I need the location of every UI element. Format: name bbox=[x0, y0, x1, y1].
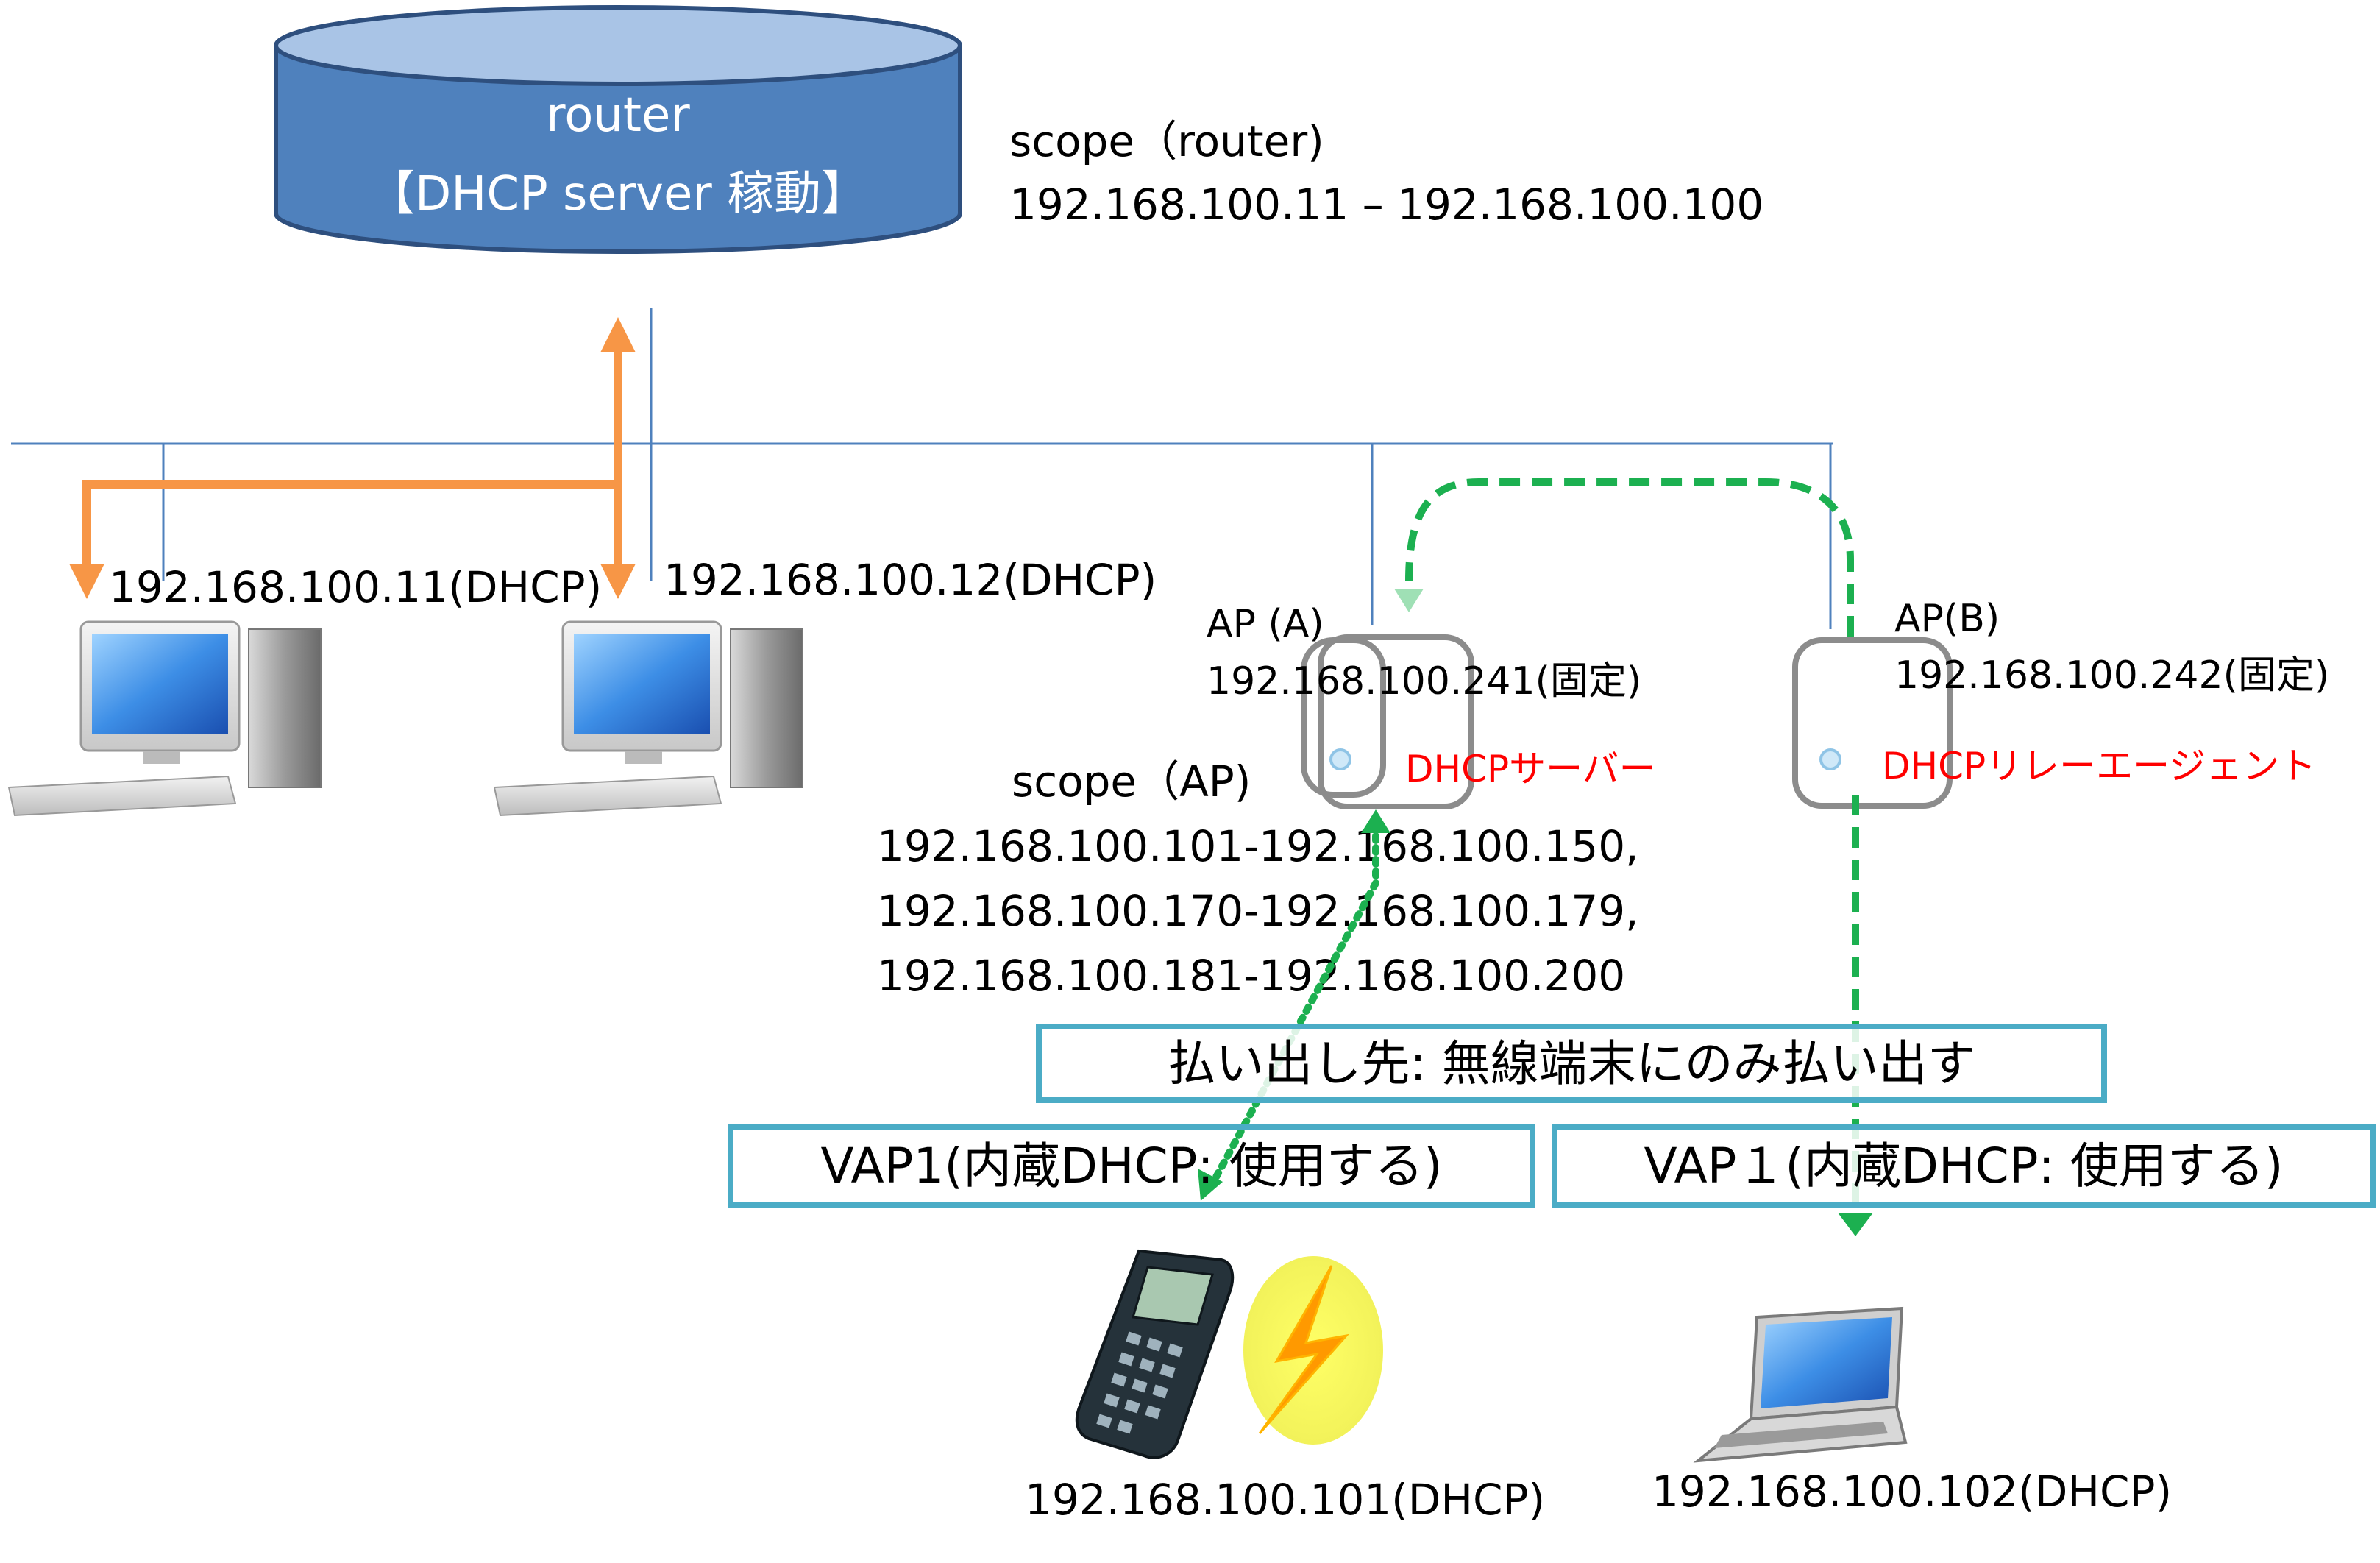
ap-a-device-body bbox=[1318, 634, 1474, 809]
ap-scope-range-2: 192.168.100.170-192.168.100.179, bbox=[877, 886, 1639, 936]
ap-scope-range-3: 192.168.100.181-192.168.100.200 bbox=[877, 951, 1625, 1001]
relay-arrow-head-up bbox=[1394, 589, 1424, 612]
router-label: router bbox=[546, 88, 690, 143]
vap-b-label: VAP１(内蔵DHCP: 使用する) bbox=[1644, 1138, 2284, 1194]
ap-b-led-icon bbox=[1819, 748, 1841, 770]
relay-dhcp-arrow bbox=[1405, 478, 1859, 1214]
relay-arrow-head-down bbox=[1838, 1213, 1873, 1236]
pc1-ip-label: 192.168.100.11(DHCP) bbox=[109, 562, 602, 612]
payout-label: 払い出し先: 無線端末にのみ払い出す bbox=[1167, 1035, 1975, 1092]
ap-a-led-icon bbox=[1329, 748, 1351, 770]
ap-a-name: AP (A) bbox=[1207, 602, 1324, 646]
network-lines bbox=[11, 308, 1833, 629]
ap-b-role: DHCPリレーエージェント bbox=[1882, 745, 2316, 787]
ap-scope-range-1: 192.168.100.101-192.168.100.150, bbox=[877, 821, 1639, 871]
vap-a-box bbox=[728, 1124, 1535, 1208]
pc2-ip-label: 192.168.100.12(DHCP) bbox=[664, 555, 1157, 605]
payout-box bbox=[1036, 1024, 2107, 1103]
desktop-pc-2-icon bbox=[493, 620, 803, 817]
ap-b-name: AP(B) bbox=[1894, 597, 2000, 641]
laptop-ip-label: 192.168.100.102(DHCP) bbox=[1652, 1467, 2172, 1517]
ap-a-role: DHCPサーバー bbox=[1405, 748, 1656, 790]
handheld-ip-label: 192.168.100.101(DHCP) bbox=[1025, 1475, 1545, 1525]
vap-a-label: VAP1(内蔵DHCP: 使用する) bbox=[821, 1138, 1443, 1194]
ap-b-ip: 192.168.100.242(固定) bbox=[1894, 653, 2329, 698]
ap-a-arrow-head-up bbox=[1361, 809, 1390, 833]
router-scope-title: scope（router) bbox=[1009, 116, 1324, 166]
router-dhcp-arrow bbox=[69, 317, 636, 599]
vap-b-box bbox=[1552, 1124, 2376, 1208]
laptop-icon bbox=[1693, 1306, 1908, 1463]
handheld-terminal-icon bbox=[1075, 1249, 1235, 1459]
wireless-lightning-icon bbox=[1243, 1256, 1383, 1445]
ap-scope-title: scope（AP) bbox=[1012, 756, 1251, 807]
ap-a-ip: 192.168.100.241(固定) bbox=[1207, 659, 1641, 703]
router-dhcp-label: 【DHCP server 稼動】 bbox=[368, 167, 868, 221]
ap-a-arrow-head-down bbox=[1198, 1169, 1223, 1201]
router-cylinder bbox=[274, 5, 962, 254]
desktop-pc-1-icon bbox=[7, 620, 322, 817]
router-scope-range: 192.168.100.11 – 192.168.100.100 bbox=[1009, 180, 1763, 230]
